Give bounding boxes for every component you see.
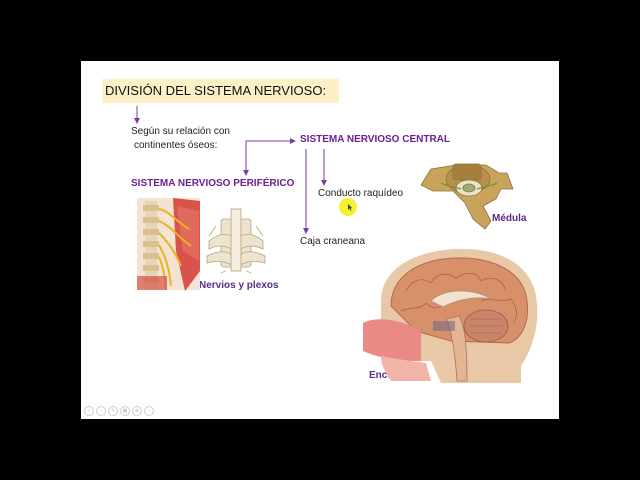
zoom-icon[interactable]: ⊕	[132, 406, 142, 416]
pen-icon[interactable]: ✎	[108, 406, 118, 416]
next-icon[interactable]: ›	[96, 406, 106, 416]
prev-icon[interactable]: ‹	[84, 406, 94, 416]
menu-icon[interactable]: ⋯	[144, 406, 154, 416]
brain-sagittal-image	[81, 61, 559, 419]
grid-icon[interactable]: ▦	[120, 406, 130, 416]
presentation-slide: DIVISIÓN DEL SISTEMA NERVIOSO: Según su …	[81, 61, 559, 419]
slide-controls[interactable]: ‹ › ✎ ▦ ⊕ ⋯	[84, 406, 154, 416]
